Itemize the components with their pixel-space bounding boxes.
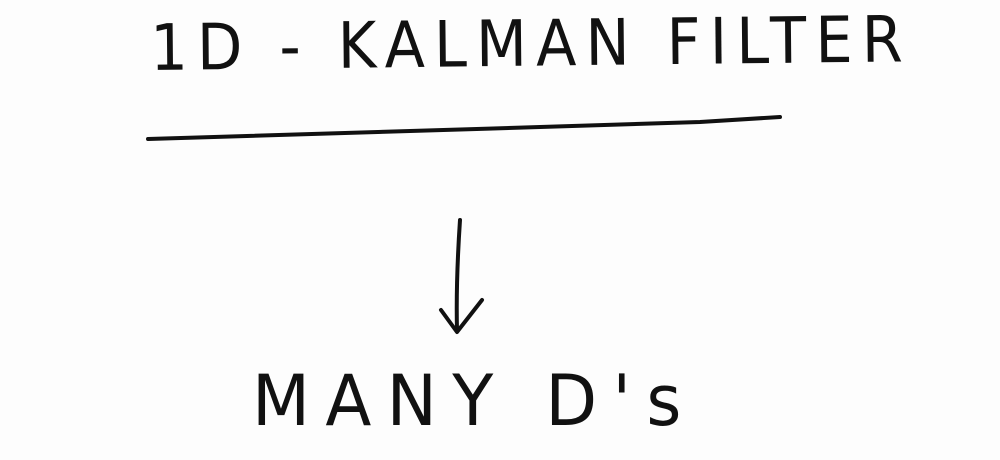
down-arrow-icon — [439, 218, 484, 334]
result-handwriting: MANY D's — [252, 360, 697, 442]
title-underline — [146, 115, 782, 141]
